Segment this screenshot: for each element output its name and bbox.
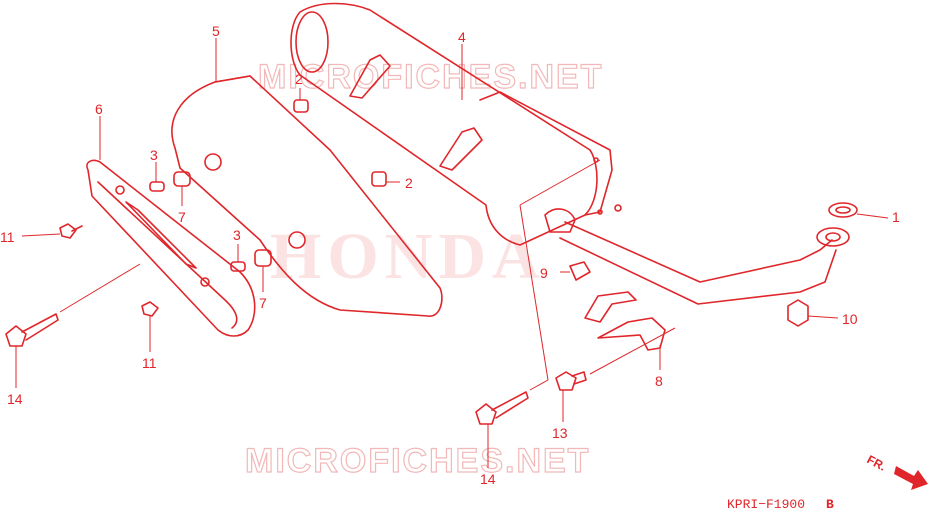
callout-7-upper: 7: [178, 209, 186, 225]
exhaust-pipe: [559, 221, 837, 305]
diagram-suffix: B: [826, 497, 834, 512]
bolt-13: [555, 371, 587, 391]
collar-2-upper: [293, 99, 309, 113]
front-indicator: FR.: [865, 452, 928, 490]
microfiches-watermark-top: MICROFICHES.NET: [258, 58, 603, 96]
callout-labels: 1 2 2 3 3 4 5 6 7 7 8 9 10 11 11 13 14 1…: [0, 23, 900, 487]
diagram-code: KPRI−F1900: [727, 497, 805, 512]
front-label: FR.: [865, 452, 889, 473]
bolt-14-left: [5, 313, 59, 347]
callout-10: 10: [842, 311, 858, 327]
front-arrow-icon: [894, 466, 928, 490]
muffler-protector: [171, 75, 443, 317]
callout-3-lower: 3: [233, 227, 241, 243]
callout-3-upper: 3: [150, 147, 158, 163]
callout-5: 5: [212, 23, 220, 39]
callout-9: 9: [540, 265, 548, 281]
callout-11-upper: 11: [0, 229, 15, 245]
nut-10: [787, 299, 809, 327]
protector-outer-6: [86, 159, 256, 337]
muffler-body: [290, 2, 622, 246]
pipe-flange: [816, 227, 850, 247]
callout-6: 6: [95, 101, 103, 117]
callout-11-lower: 11: [142, 355, 157, 371]
bracket-8: [584, 291, 666, 351]
clip-9: [569, 261, 591, 281]
bolt-11-upper: [59, 223, 83, 239]
bolt-11-lower: [141, 301, 159, 317]
callout-2-lower: 2: [405, 175, 413, 191]
honda-watermark: HONDA: [270, 220, 546, 293]
callout-14-left: 14: [7, 391, 23, 407]
callout-8: 8: [655, 373, 663, 389]
callout-13: 13: [552, 425, 568, 441]
callout-1: 1: [892, 209, 900, 225]
collar-2-lower: [371, 171, 387, 187]
callout-2-upper: 2: [295, 71, 303, 87]
callout-14-right: 14: [480, 471, 496, 487]
microfiches-watermark-bottom: MICROFICHES.NET: [245, 442, 590, 480]
callout-4: 4: [458, 29, 466, 45]
leader-lines: [15, 38, 889, 468]
gasket-1: [828, 202, 858, 218]
callout-7-lower: 7: [259, 295, 267, 311]
collar-3-upper: [149, 181, 165, 192]
bolt-14-right: [475, 391, 529, 425]
